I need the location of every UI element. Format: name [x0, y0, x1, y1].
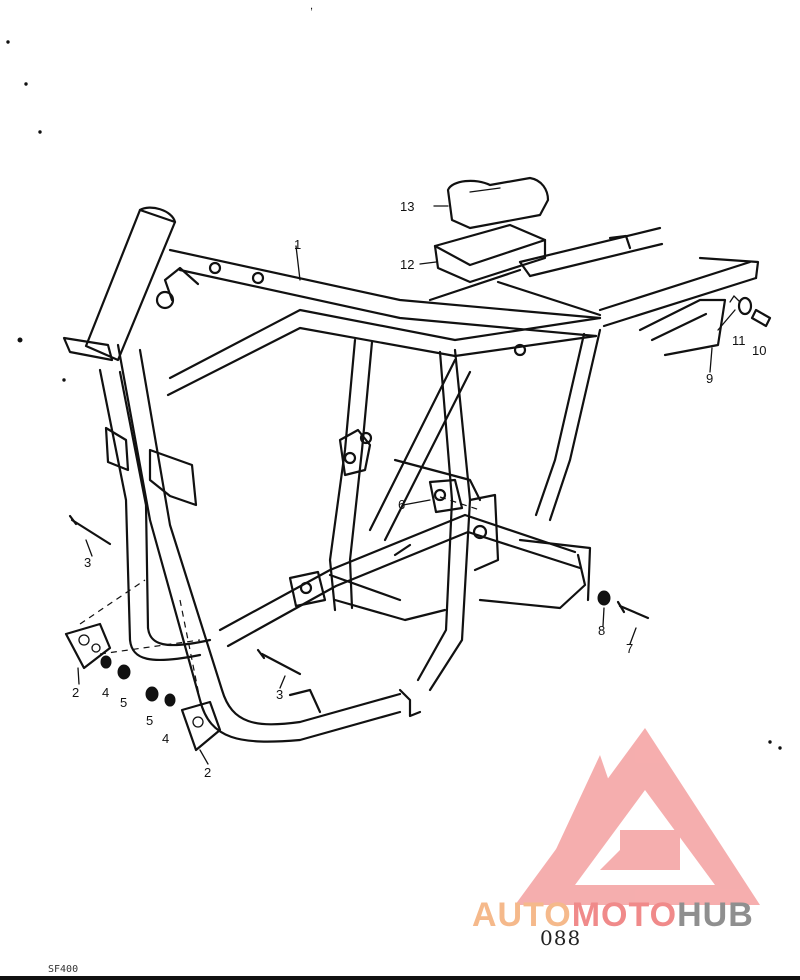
label-part-4-right: 4	[162, 731, 170, 746]
label-part-9: 9	[706, 371, 714, 386]
lower-frame	[218, 458, 592, 718]
washer-part-4-left	[100, 655, 112, 669]
scan-mark: ,	[310, 0, 314, 12]
part-13-cover	[433, 176, 550, 230]
rear-rails	[428, 226, 760, 328]
nut-part-5-left	[117, 664, 131, 680]
label-part-5-right: 5	[146, 713, 154, 728]
label-part-13: 13	[400, 199, 415, 214]
label-part-2-right: 2	[204, 765, 212, 780]
engine-plate-2-right	[180, 700, 222, 752]
label-part-3-left: 3	[84, 555, 92, 570]
assembly-leader-lines	[79, 496, 481, 701]
mount-brackets	[155, 261, 527, 608]
top-tube	[163, 248, 602, 397]
label-part-1: 1	[294, 237, 302, 252]
nut-part-5-right	[145, 686, 159, 702]
label-part-5-left: 5	[120, 695, 128, 710]
parts-10-11-hardware	[729, 294, 772, 328]
watermark-moto: MOTO	[571, 896, 678, 934]
page-number: 088	[540, 926, 582, 950]
watermark-hub: HUB	[677, 896, 754, 934]
label-part-8: 8	[598, 623, 606, 638]
front-down-tubes	[98, 343, 402, 743]
part-12-plate	[419, 223, 547, 284]
automotohub-logo	[515, 728, 760, 905]
bottom-border	[0, 976, 800, 980]
steering-head	[62, 206, 177, 362]
washer-part-4-right	[164, 693, 176, 707]
bolt-part-7	[616, 600, 650, 620]
label-part-2-left: 2	[72, 685, 80, 700]
label-part-7: 7	[626, 641, 634, 656]
engine-plate-2-left	[64, 622, 112, 670]
label-leader-lines	[77, 245, 713, 765]
part-9-bracket	[638, 298, 736, 357]
nut-part-8	[597, 590, 611, 606]
label-part-12: 12	[400, 257, 415, 272]
label-part-10: 10	[752, 343, 767, 358]
watermark-auto: AUTO	[472, 896, 572, 934]
seat-tubes	[328, 328, 602, 692]
label-part-4-left: 4	[102, 685, 110, 700]
scan-specks	[6, 40, 782, 750]
label-part-3-center: 3	[276, 687, 284, 702]
bolt-parts-3	[68, 514, 302, 676]
automotohub-watermark: AUTOMOTOHUB	[472, 896, 754, 935]
figure-code: SF400	[48, 964, 79, 975]
label-part-11: 11	[732, 333, 746, 348]
label-part-6: 6	[398, 497, 406, 512]
